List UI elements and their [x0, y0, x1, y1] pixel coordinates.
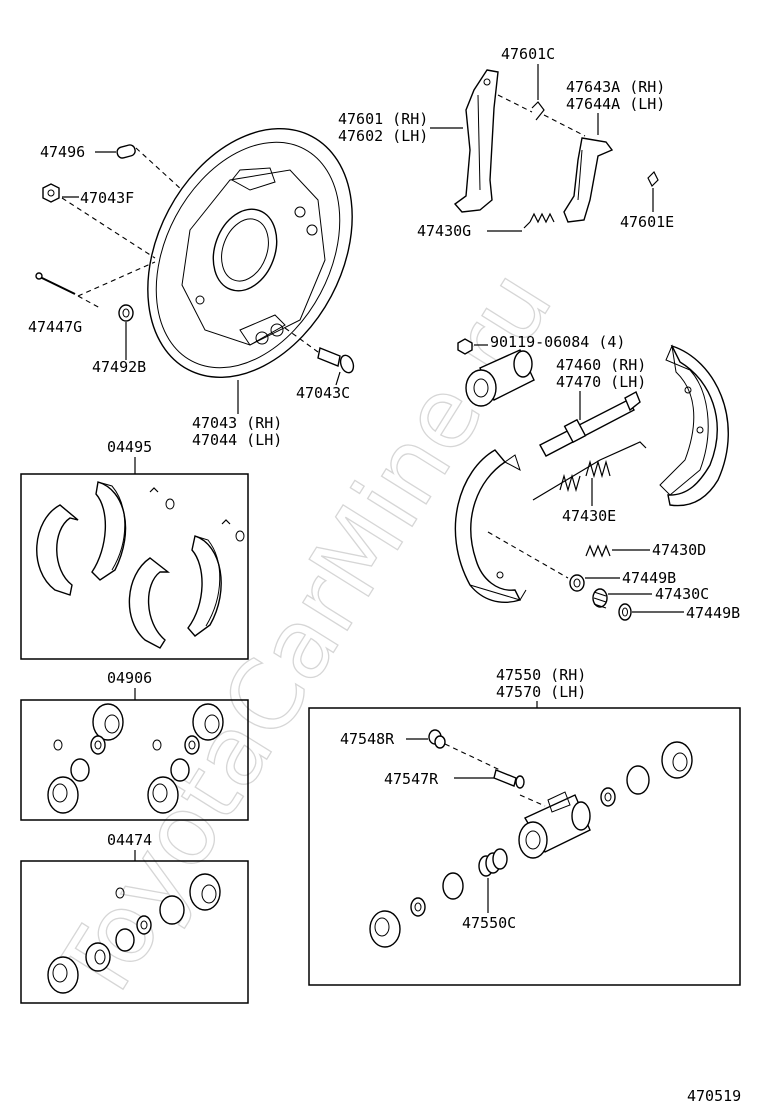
return-spring-long: [532, 441, 647, 501]
label-04906: 04906: [107, 669, 152, 687]
kit-box-04906: [20, 699, 249, 821]
washer-47449B-1: [569, 574, 585, 592]
label-04495: 04495: [107, 438, 152, 456]
spring-47430G: [523, 212, 555, 229]
label-47496: 47496: [40, 143, 85, 161]
label-47449B-1: 47449B: [622, 569, 676, 587]
label-47643A-rh: 47643A (RH): [566, 78, 665, 96]
label-47550-rh: 47550 (RH): [496, 666, 586, 684]
backing-plate: [147, 128, 353, 378]
label-47430E: 47430E: [562, 507, 616, 525]
nut-47043F: [42, 183, 60, 203]
spring-47430C: [592, 588, 608, 609]
label-47043-rh: 47043 (RH): [192, 414, 282, 432]
label-04474: 04474: [107, 831, 152, 849]
kit-box-04495: [20, 473, 249, 660]
label-47601-rh: 47601 (RH): [338, 110, 428, 128]
label-47570-lh: 47570 (LH): [496, 683, 586, 701]
diagram-id: 470519: [687, 1087, 741, 1105]
clip-47601E: [647, 170, 659, 188]
washer-47449B-2: [618, 603, 632, 621]
brake-shoe-right: [659, 344, 729, 507]
label-47430D: 47430D: [652, 541, 706, 559]
label-47492B: 47492B: [92, 358, 146, 376]
label-47601E: 47601E: [620, 213, 674, 231]
kit-box-04474: [20, 860, 249, 1004]
cylinder-parts-left: [369, 848, 508, 948]
label-47550C: 47550C: [462, 914, 516, 932]
spring-47430D: [585, 544, 611, 558]
kit-04906-parts: [47, 703, 224, 814]
grommet-47492B: [118, 304, 134, 322]
clip-47601C: [531, 101, 545, 121]
adjuster-47460: [539, 391, 641, 457]
label-47601C: 47601C: [501, 45, 555, 63]
bleeder-screw-47547R: [493, 769, 525, 789]
bolt-47447G: [35, 272, 76, 295]
cylinder-parts-right: [600, 741, 693, 807]
label-47602-lh: 47602 (LH): [338, 127, 428, 145]
kit-04495-shoes: [36, 481, 245, 649]
label-47548R: 47548R: [340, 730, 395, 748]
wheel-cylinder-small: [465, 349, 535, 407]
label-90119: 90119-06084 (4): [490, 333, 625, 351]
spring-47430E: [559, 459, 611, 493]
label-47449B-2: 47449B: [686, 604, 740, 622]
bolt-47043C: [317, 347, 355, 374]
label-47547R: 47547R: [384, 770, 439, 788]
lever-47643A: [563, 137, 614, 223]
label-47470-lh: 47470 (LH): [556, 373, 646, 391]
label-47044-lh: 47044 (LH): [192, 431, 282, 449]
label-47043C: 47043C: [296, 384, 350, 402]
brake-shoe-left: [454, 449, 527, 603]
lever-47601: [453, 69, 499, 213]
spring-47550C: [478, 848, 508, 877]
bleeder-cap-47548R: [428, 729, 446, 749]
label-47430G: 47430G: [417, 222, 471, 240]
kit-04474-parts: [47, 873, 221, 994]
wheel-cylinder-body: [518, 791, 591, 859]
label-47430C: 47430C: [655, 585, 709, 603]
label-47644A-lh: 47644A (LH): [566, 95, 665, 113]
bolt-90119: [457, 338, 473, 355]
label-47460-rh: 47460 (RH): [556, 356, 646, 374]
label-47447G: 47447G: [28, 318, 82, 336]
kit-box-47550: [308, 707, 741, 986]
plug-47496: [116, 144, 136, 159]
label-47043F: 47043F: [80, 189, 134, 207]
